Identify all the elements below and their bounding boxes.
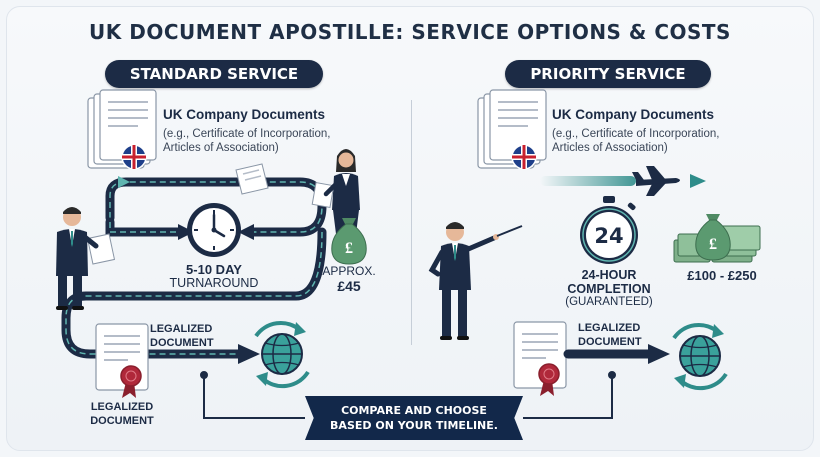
svg-text:£: £ xyxy=(345,240,353,257)
priority-completion-line-2: COMPLETION xyxy=(567,282,651,296)
priority-completion-line-3: (GUARANTEED) xyxy=(565,296,653,308)
seal-icon xyxy=(120,365,142,398)
standard-doc-sub-1: (e.g., Certificate of Incorporation, xyxy=(163,128,331,140)
priority-doc-title: UK Company Documents xyxy=(552,107,715,122)
globe-icon xyxy=(672,323,728,391)
column-divider xyxy=(411,100,412,345)
uk-flag-icon xyxy=(511,144,537,170)
clock-icon xyxy=(187,203,241,257)
banner-line-2: BASED ON YOUR TIMELINE. xyxy=(330,419,498,432)
document-stack-icon xyxy=(477,89,547,169)
standard-cost-value: £45 xyxy=(337,278,361,294)
uk-flag-icon xyxy=(121,144,147,170)
money-bag-icon: £ xyxy=(331,218,367,265)
standard-turnaround-line-1: 5-10 DAY xyxy=(186,262,242,277)
standard-legalized-doc-line-1: LEGALIZED xyxy=(90,401,154,413)
seal-icon xyxy=(538,363,560,396)
priority-completion-line-1: 24-HOUR xyxy=(581,268,637,282)
standard-turnaround-line-2: TURNAROUND xyxy=(169,276,259,290)
path-arrow-right-icon xyxy=(178,224,194,240)
legalized-arrow-head-icon xyxy=(648,344,670,364)
standard-cost-label: APPROX. xyxy=(322,264,376,278)
standard-legalized-arrow-line-1: LEGALIZED xyxy=(150,323,213,335)
globe-icon xyxy=(254,321,310,389)
priority-doc-sub-2: Articles of Association) xyxy=(552,142,668,154)
flying-paper-icon xyxy=(235,163,269,195)
trail-arrow-icon xyxy=(690,174,706,188)
page-title: UK DOCUMENT APOSTILLE: SERVICE OPTIONS &… xyxy=(89,20,731,44)
priority-legalized-arrow-line-1: LEGALIZED xyxy=(578,322,641,334)
priority-service-heading: PRIORITY SERVICE xyxy=(505,60,711,88)
path-arrow-small-icon xyxy=(118,176,130,188)
cash-stack-icon: £ xyxy=(673,214,761,263)
compare-banner: COMPARE AND CHOOSE BASED ON YOUR TIMELIN… xyxy=(305,396,523,440)
priority-doc-sub-1: (e.g., Certificate of Incorporation, xyxy=(552,128,720,140)
path-arrow-globe-icon xyxy=(238,344,260,364)
presenter-figure xyxy=(428,222,523,340)
standard-legalized-doc-line-2: DOCUMENT xyxy=(90,415,154,427)
svg-text:£: £ xyxy=(709,236,717,253)
standard-doc-title: UK Company Documents xyxy=(163,107,326,122)
stopwatch-icon xyxy=(580,196,638,264)
path-arrow-left-icon xyxy=(238,224,254,240)
banner-line-1: COMPARE AND CHOOSE xyxy=(341,404,487,417)
standard-legalized-arrow-line-2: DOCUMENT xyxy=(150,337,214,349)
banner-connector xyxy=(200,371,616,419)
timer-value: 24 xyxy=(594,224,623,248)
priority-cost: £100 - £250 xyxy=(687,268,757,283)
standard-service-heading: STANDARD SERVICE xyxy=(105,60,323,88)
airplane-icon xyxy=(632,166,680,196)
standard-doc-sub-2: Articles of Association) xyxy=(163,142,279,154)
priority-legalized-arrow-line-2: DOCUMENT xyxy=(578,336,642,348)
speed-trail xyxy=(540,176,636,186)
businessman-figure xyxy=(56,207,116,310)
